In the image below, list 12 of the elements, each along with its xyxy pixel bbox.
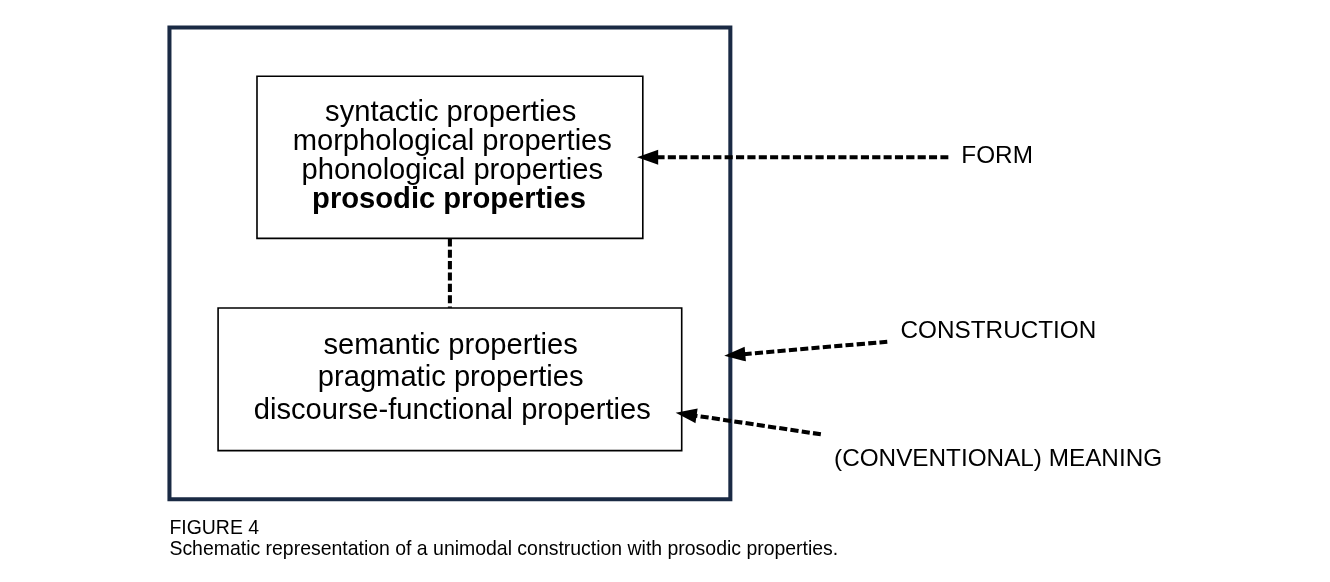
connector xyxy=(447,238,452,308)
arrow xyxy=(675,408,821,437)
diagram-title: FIGURE 4 xyxy=(168,516,259,539)
node-box: semantic properties pragmatic properties discourse-functional properties xyxy=(216,307,682,452)
caption: Schematic representation of a unimodal construction with prosodic properties. xyxy=(168,537,838,560)
arrow xyxy=(636,149,948,165)
cluster xyxy=(166,25,732,502)
node-box: syntactic properties morphological properties phonological properties prosodic properties xyxy=(255,75,644,240)
arrow xyxy=(723,339,887,362)
node-text: (CONVENTIONAL) MEANING xyxy=(833,444,1162,472)
node-text: FORM xyxy=(960,140,1033,168)
node-text: CONSTRUCTION xyxy=(900,316,1096,344)
